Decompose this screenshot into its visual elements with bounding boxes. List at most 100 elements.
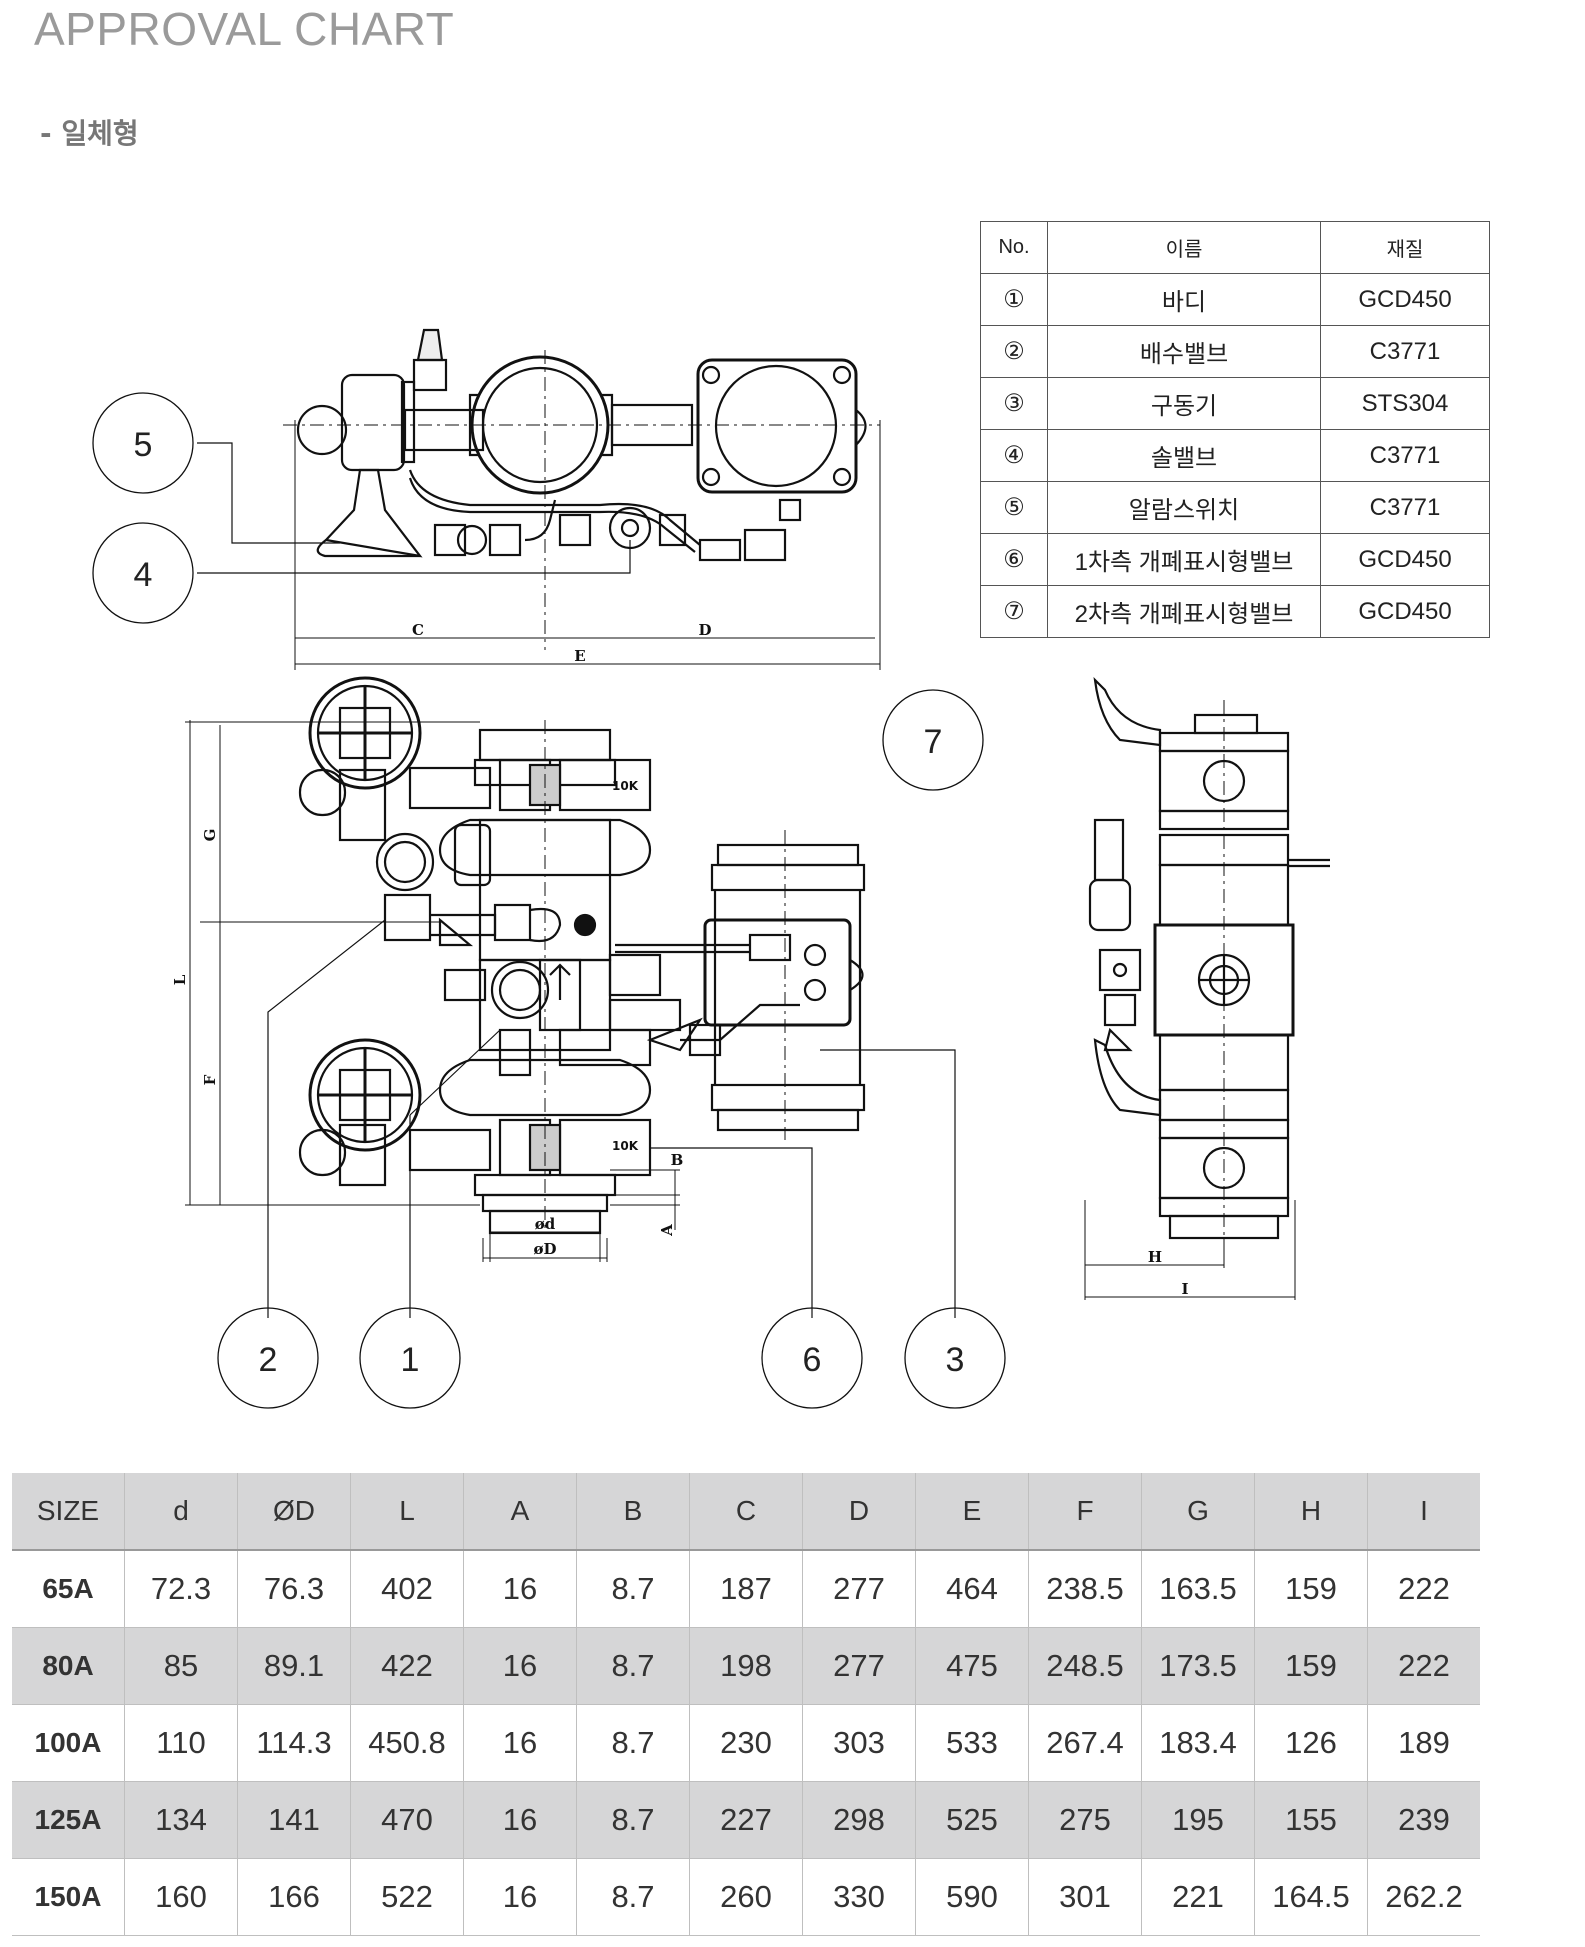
parts-header-row: No. 이름 재질 bbox=[980, 221, 1490, 274]
dim-label-l: L bbox=[171, 974, 189, 985]
callout-5: 5 bbox=[134, 426, 153, 464]
dimensions-value-cell: 195 bbox=[1141, 1781, 1255, 1859]
dimensions-value-cell: 248.5 bbox=[1028, 1627, 1142, 1705]
dimensions-value-cell: 470 bbox=[350, 1781, 464, 1859]
dimensions-value-cell: 166 bbox=[237, 1858, 351, 1936]
parts-material: C3771 bbox=[1320, 429, 1490, 482]
callout-2: 2 bbox=[259, 1341, 278, 1379]
dimensions-header-cell: ØD bbox=[237, 1473, 351, 1551]
dimensions-size-cell: 65A bbox=[12, 1550, 125, 1628]
dim-label-big-d: øD bbox=[533, 1240, 556, 1258]
dimensions-value-cell: 230 bbox=[689, 1704, 803, 1782]
parts-material: STS304 bbox=[1320, 377, 1490, 430]
dimensions-value-cell: 159 bbox=[1254, 1627, 1368, 1705]
side-view-drawing bbox=[1084, 676, 1330, 1300]
dimensions-value-cell: 525 bbox=[915, 1781, 1029, 1859]
parts-material: C3771 bbox=[1320, 325, 1490, 378]
dim-label-a: A bbox=[658, 1224, 676, 1237]
callout-4: 4 bbox=[134, 556, 153, 594]
dimensions-value-cell: 8.7 bbox=[576, 1858, 690, 1936]
callout-6: 6 bbox=[803, 1341, 822, 1379]
dimensions-value-cell: 110 bbox=[124, 1704, 238, 1782]
parts-name: 솔밸브 bbox=[1047, 429, 1321, 482]
parts-material: GCD450 bbox=[1320, 273, 1490, 326]
dimensions-value-cell: 277 bbox=[802, 1627, 916, 1705]
dimensions-header-cell: d bbox=[124, 1473, 238, 1551]
dim-label-b: B bbox=[671, 1151, 684, 1169]
dimensions-value-cell: 475 bbox=[915, 1627, 1029, 1705]
dimensions-value-cell: 238.5 bbox=[1028, 1550, 1142, 1628]
parts-name: 알람스위치 bbox=[1047, 481, 1321, 534]
parts-name: 배수밸브 bbox=[1047, 325, 1321, 378]
dimensions-value-cell: 464 bbox=[915, 1550, 1029, 1628]
parts-no: ② bbox=[980, 325, 1048, 378]
dimensions-value-cell: 221 bbox=[1141, 1858, 1255, 1936]
dim-label-e: E bbox=[574, 647, 585, 665]
dimensions-header-cell: D bbox=[802, 1473, 916, 1551]
dim-label-small-d: ød bbox=[535, 1215, 556, 1233]
dimensions-value-cell: 16 bbox=[463, 1858, 577, 1936]
dimensions-value-cell: 522 bbox=[350, 1858, 464, 1936]
parts-no: ⑥ bbox=[980, 533, 1048, 586]
dimensions-size-cell: 100A bbox=[12, 1704, 125, 1782]
dimensions-value-cell: 239 bbox=[1367, 1781, 1480, 1859]
dimensions-value-cell: 262.2 bbox=[1367, 1858, 1480, 1936]
callout-bubbles bbox=[92, 392, 1006, 1409]
dimensions-value-cell: 402 bbox=[350, 1550, 464, 1628]
dimensions-value-cell: 114.3 bbox=[237, 1704, 351, 1782]
parts-name: 1차측 개폐표시형밸브 bbox=[1047, 533, 1321, 586]
dimensions-value-cell: 298 bbox=[802, 1781, 916, 1859]
callout-7: 7 bbox=[924, 723, 943, 761]
dimensions-header-cell: SIZE bbox=[12, 1473, 125, 1551]
dimensions-value-cell: 159 bbox=[1254, 1550, 1368, 1628]
parts-material: C3771 bbox=[1320, 481, 1490, 534]
dimensions-value-cell: 155 bbox=[1254, 1781, 1368, 1859]
callout-1: 1 bbox=[401, 1341, 420, 1379]
dimensions-value-cell: 76.3 bbox=[237, 1550, 351, 1628]
dimensions-value-cell: 72.3 bbox=[124, 1550, 238, 1628]
dim-label-g: G bbox=[201, 829, 219, 842]
dimensions-value-cell: 163.5 bbox=[1141, 1550, 1255, 1628]
page-title: APPROVAL CHART bbox=[34, 3, 455, 55]
dimensions-value-cell: 222 bbox=[1367, 1550, 1480, 1628]
dimensions-value-cell: 16 bbox=[463, 1627, 577, 1705]
dimensions-header-cell: H bbox=[1254, 1473, 1368, 1551]
dimensions-value-cell: 275 bbox=[1028, 1781, 1142, 1859]
dimensions-value-cell: 260 bbox=[689, 1858, 803, 1936]
dimensions-header-cell: G bbox=[1141, 1473, 1255, 1551]
dimensions-header-cell: E bbox=[915, 1473, 1029, 1551]
dimensions-value-cell: 222 bbox=[1367, 1627, 1480, 1705]
dimensions-header-cell: I bbox=[1367, 1473, 1480, 1551]
dimensions-header-cell: C bbox=[689, 1473, 803, 1551]
dim-label-h: H bbox=[1148, 1248, 1162, 1266]
dimensions-value-cell: 590 bbox=[915, 1858, 1029, 1936]
body-mark-10k-bottom: 10K bbox=[612, 1139, 639, 1153]
dimensions-value-cell: 8.7 bbox=[576, 1781, 690, 1859]
parts-header-no: No. bbox=[980, 221, 1048, 274]
dim-label-c: C bbox=[412, 621, 424, 639]
dimensions-value-cell: 183.4 bbox=[1141, 1704, 1255, 1782]
dimensions-value-cell: 89.1 bbox=[237, 1627, 351, 1705]
dimensions-header-cell: A bbox=[463, 1473, 577, 1551]
dimensions-value-cell: 164.5 bbox=[1254, 1858, 1368, 1936]
dimensions-value-cell: 303 bbox=[802, 1704, 916, 1782]
dimensions-value-cell: 16 bbox=[463, 1550, 577, 1628]
parts-header-material: 재질 bbox=[1320, 221, 1490, 274]
dimensions-value-cell: 141 bbox=[237, 1781, 351, 1859]
parts-material: GCD450 bbox=[1320, 533, 1490, 586]
dimensions-value-cell: 173.5 bbox=[1141, 1627, 1255, 1705]
valve-technical-drawing: 5 4 7 2 1 6 3 C D E G L F B A ød øD H I … bbox=[92, 328, 1330, 1409]
